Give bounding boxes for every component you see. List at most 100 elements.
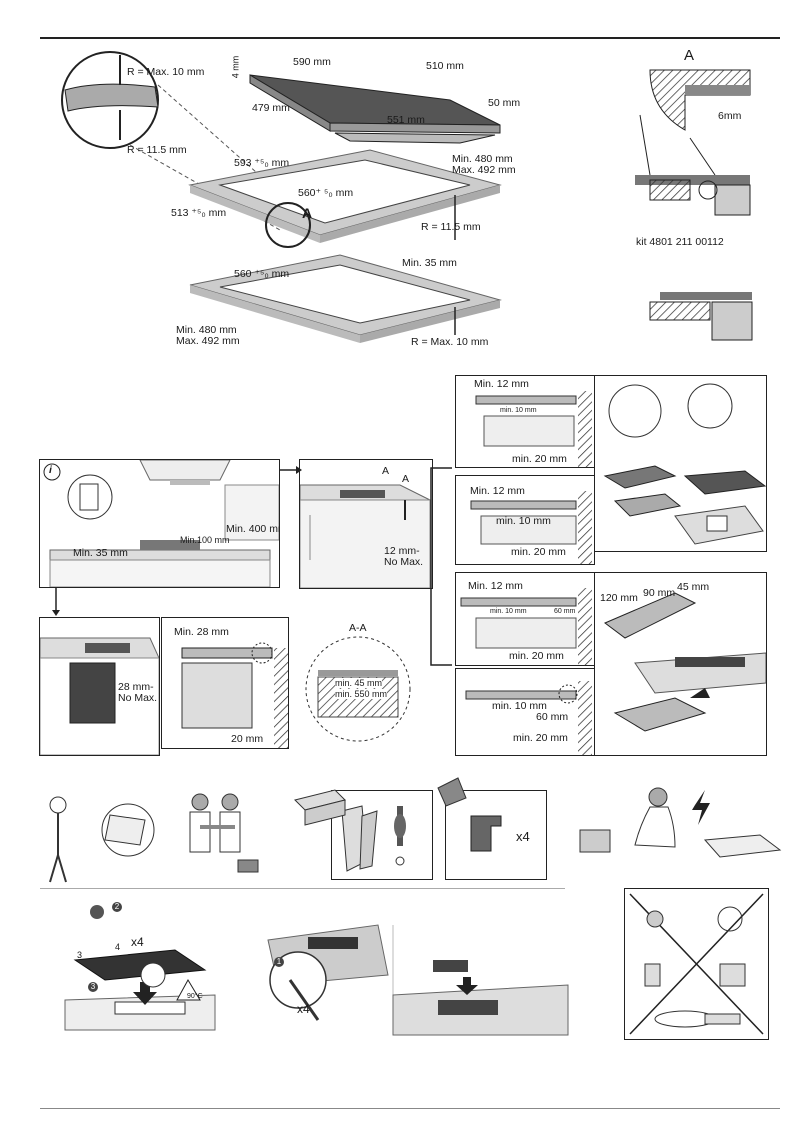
safety-people-illustration [49, 793, 259, 883]
toolbox-icon [294, 789, 346, 826]
dim-r-11-5-left: R = 11.5 mm [127, 144, 187, 156]
oven-20mm: 20 mm [231, 733, 264, 745]
detail-a-title: A [684, 47, 695, 64]
hob-mounting-illustration [64, 905, 216, 1031]
panel-tools [331, 790, 433, 880]
s3-min12: Min. 12 mm [468, 580, 523, 592]
step-2-a: 2 [112, 902, 122, 912]
dim-593: 593 ⁺⁵₀ mm [234, 157, 290, 169]
s1-min20: min. 20 mm [512, 453, 567, 465]
panel-oven-section: Min. 28 mm 20 mm [161, 617, 289, 749]
section-1: Min. 12 mm min. 10 mm min. 20 mm [455, 375, 595, 468]
section-4: min. 10 mm 60 mm min. 20 mm [455, 668, 595, 756]
worktop-a1: A [382, 465, 390, 477]
dim2-560: 560 ⁺⁵₀ mm [234, 268, 290, 280]
panel-no-extension [624, 888, 769, 1040]
kitchen-hood-illustration [43, 460, 279, 587]
dim-551: 551 mm [387, 114, 425, 126]
s2-min12: Min. 12 mm [470, 485, 525, 497]
s1-min12: Min. 12 mm [474, 378, 529, 390]
oven-min28: Min. 28 mm [174, 626, 229, 638]
temp-90: 90°C [187, 993, 203, 1000]
clips-x4: x4 [516, 829, 530, 844]
dim-513: 513 ⁺⁵₀ mm [171, 207, 227, 219]
dim-r-11-5-right: R = 11.5 mm [421, 221, 481, 233]
worktop-illustration [300, 484, 431, 588]
s4-min20: min. 20 mm [513, 732, 568, 744]
clips-illustration [470, 815, 502, 852]
panel-cutout: 120 mm 90 mm 45 mm [594, 572, 767, 756]
panel-kitchen-hood: i Min. 400 mm Min.100 mm Min. 35 mm [39, 459, 280, 588]
section-4-drawing [465, 681, 592, 755]
kitchen-min400: Min. 400 mm [226, 523, 279, 535]
clip-bag-icon [437, 777, 467, 807]
s2-min10: min. 10 mm [496, 515, 551, 527]
oven-nomax: No Max. [118, 692, 158, 704]
info-icon: i [49, 464, 52, 476]
install-steps-illustration [603, 383, 766, 545]
top-rule [40, 37, 780, 39]
aa-title: A-A [349, 622, 367, 634]
oven-28mm: 28 mm- [118, 681, 154, 693]
cut-90: 90 mm [643, 587, 676, 599]
section-2-drawing [470, 491, 592, 564]
section-1-drawing [475, 391, 592, 467]
section-divider [40, 888, 565, 889]
step-1: 1 [274, 957, 284, 967]
dim-max492: Max. 492 mm [452, 164, 516, 176]
s2-min20: min. 20 mm [511, 546, 566, 558]
worktop-nomax: No Max. [384, 556, 424, 568]
dim2-min480: Min. 480 mm [176, 324, 237, 336]
dim-479: 479 mm [252, 102, 290, 114]
aa-min550: min. 550 mm [335, 689, 388, 699]
num-3: 3 [77, 950, 83, 960]
tools-illustration [341, 805, 406, 872]
s1-min10: min. 10 mm [500, 407, 537, 414]
detail-a-6mm: 6mm [718, 110, 742, 122]
panel-oven: 28 mm- No Max. [39, 617, 160, 756]
kitchen-min100: Min.100 mm [180, 535, 230, 545]
s3-min20: min. 20 mm [509, 650, 564, 662]
section-3: Min. 12 mm min. 10 mm 60 mm min. 20 mm [455, 572, 595, 666]
detail-flush-diagram [649, 292, 753, 341]
mount-x4: x4 [131, 935, 144, 949]
worktop-a2: A [402, 473, 410, 485]
dim2-min35: Min. 35 mm [402, 257, 457, 269]
step-3: 3 [88, 982, 98, 992]
s3-60: 60 mm [554, 608, 576, 615]
dim-510: 510 mm [426, 60, 464, 72]
oven-section-illustration [181, 642, 288, 748]
oven-illustration [40, 637, 159, 755]
worktop-12mm: 12 mm- [384, 545, 420, 557]
cutout-illustration [604, 592, 766, 732]
panel-worktop-a: A A 12 mm- No Max. [299, 459, 433, 589]
s3-min10: min. 10 mm [490, 608, 527, 615]
section-2: Min. 12 mm min. 10 mm min. 20 mm [455, 475, 595, 565]
s4-60: 60 mm [536, 711, 569, 723]
bottom-rule [40, 1108, 780, 1109]
cut-120: 120 mm [600, 592, 638, 604]
removal-x4: x4 [297, 1002, 310, 1016]
aa-min45: min. 45 mm [335, 678, 383, 688]
panel-install-steps [594, 375, 767, 552]
cut-45: 45 mm [677, 581, 710, 593]
kitchen-min35: Min. 35 mm [73, 547, 128, 559]
no-extension-illustration [629, 893, 764, 1035]
dim2-max492: Max. 492 mm [176, 335, 240, 347]
panel-clips: x4 [445, 790, 547, 880]
electric-worker-illustration [579, 787, 782, 858]
detail-a-kit: kit 4801 211 00112 [636, 236, 724, 248]
s4-min10: min. 10 mm [492, 700, 547, 712]
dim-560: 560⁺ ⁵₀ mm [298, 187, 354, 199]
dim-590: 590 mm [293, 56, 331, 68]
marker-a: A [302, 205, 313, 221]
num-4: 4 [115, 942, 121, 952]
dim2-r-max10: R = Max. 10 mm [411, 336, 489, 348]
hob-removal-illustration [267, 924, 569, 1036]
section-3-drawing [460, 588, 592, 665]
hob-dimension-diagram [61, 51, 502, 343]
dim-min480: Min. 480 mm [452, 153, 513, 165]
dim-r-max10: R = Max. 10 mm [127, 66, 205, 78]
dim-50: 50 mm [488, 97, 521, 109]
